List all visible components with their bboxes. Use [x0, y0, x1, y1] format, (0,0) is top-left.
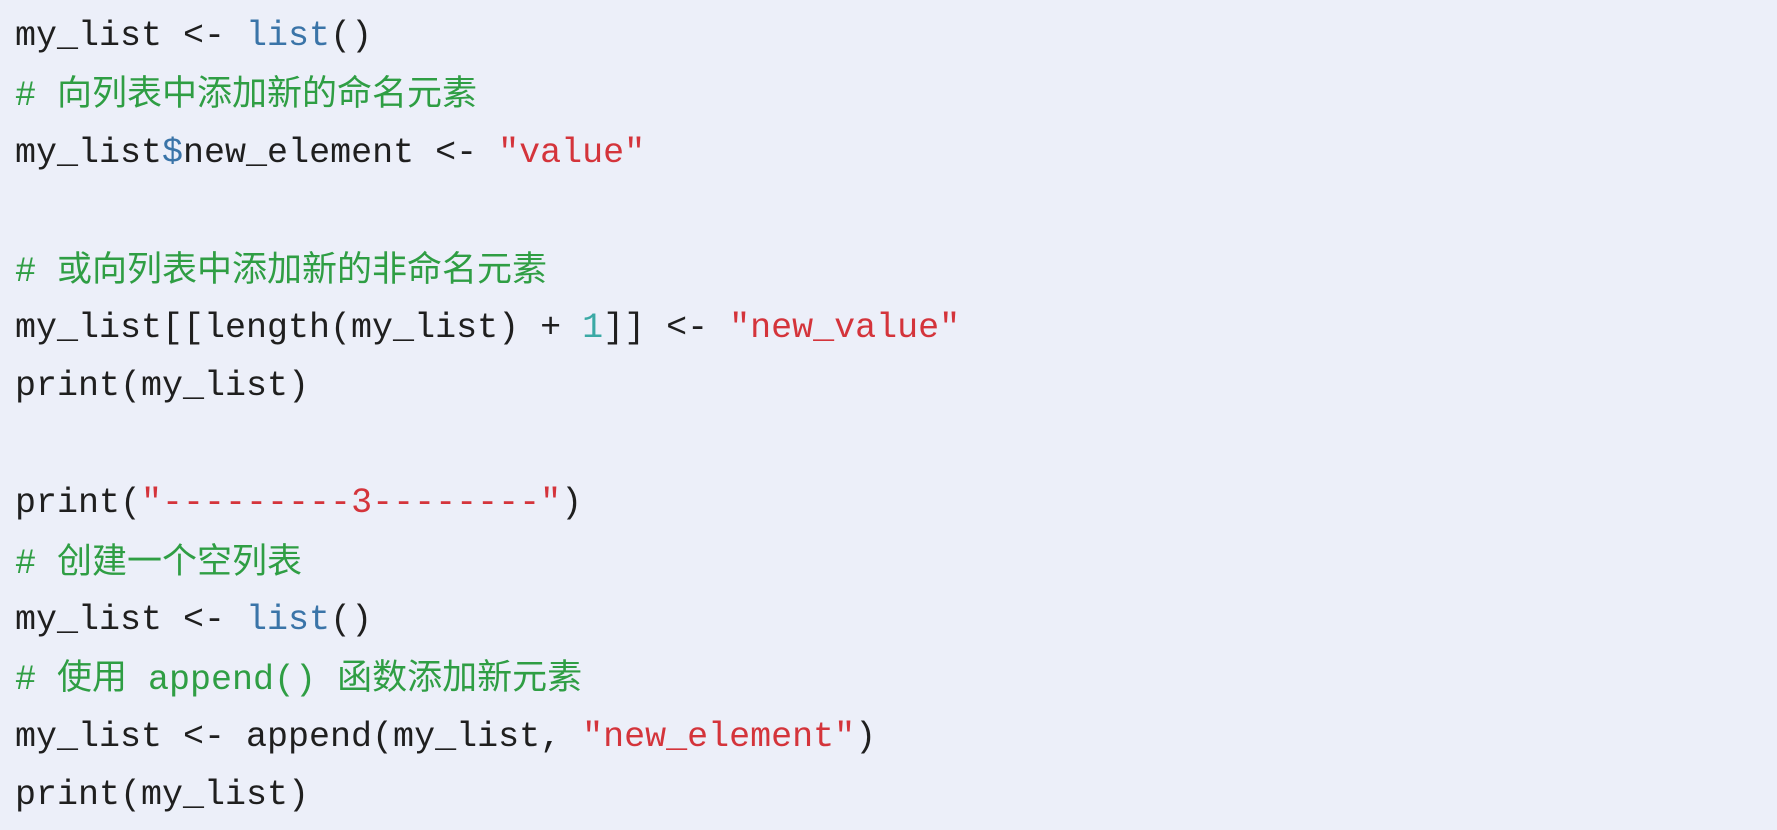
code-line: # 或向列表中添加新的非命名元素 [15, 241, 960, 299]
string-token: "---------3--------" [141, 483, 562, 524]
code-line: print(my_list) [15, 357, 960, 415]
code-token: print(my_list) [15, 775, 310, 816]
comment-token: 函数添加新元素 [337, 658, 583, 699]
code-token: ]] <- [603, 307, 730, 348]
code-line: # 使用 append() 函数添加新元素 [15, 649, 960, 707]
comment-token: # [15, 543, 58, 584]
keyword-token: list [246, 599, 331, 640]
comment-token: 或向列表中添加新的非命名元素 [57, 249, 548, 290]
keyword-token: list [246, 16, 331, 56]
blank-line [15, 416, 960, 474]
code-token: my_list <- append(my_list, [15, 716, 583, 757]
code-token: ) [855, 716, 877, 757]
code-line: print(my_list) [15, 766, 960, 824]
comment-token: 创建一个空列表 [57, 541, 303, 582]
code-token: ) [561, 483, 583, 524]
code-token: my_list [15, 132, 163, 173]
code-token: my_list <- [15, 599, 247, 640]
code-line: my_list <- list() [15, 591, 960, 649]
comment-token: 向列表中添加新的命名元素 [57, 74, 478, 115]
keyword-token: $ [162, 132, 184, 173]
comment-token: append() [127, 660, 338, 701]
comment-token: # [15, 251, 58, 292]
comment-token: # [15, 76, 58, 117]
code-line: my_list <- list() [15, 7, 960, 65]
string-token: "new_value" [729, 307, 961, 348]
code-token: () [330, 16, 373, 56]
number-token: 1 [582, 307, 604, 348]
code-line: my_list$new_element <- "value" [15, 124, 960, 182]
comment-token: # [15, 660, 58, 701]
code-token: my_list[[length(my_list) + [15, 307, 583, 348]
code-token: my_list <- [15, 16, 247, 56]
code-line: # 创建一个空列表 [15, 533, 960, 591]
code-line: # 向列表中添加新的命名元素 [15, 65, 960, 123]
code-token: print(my_list) [15, 366, 310, 407]
code-token: new_element <- [183, 132, 499, 173]
comment-token: 使用 [57, 658, 128, 699]
blank-line [15, 182, 960, 240]
code-token: print( [15, 483, 142, 524]
string-token: "value" [498, 132, 646, 173]
code-token: () [330, 599, 373, 640]
string-token: "new_element" [582, 716, 856, 757]
code-line: my_list[[length(my_list) + 1]] <- "new_v… [15, 299, 960, 357]
code-line: print("---------3--------") [15, 474, 960, 532]
code-line: my_list <- append(my_list, "new_element"… [15, 708, 960, 766]
